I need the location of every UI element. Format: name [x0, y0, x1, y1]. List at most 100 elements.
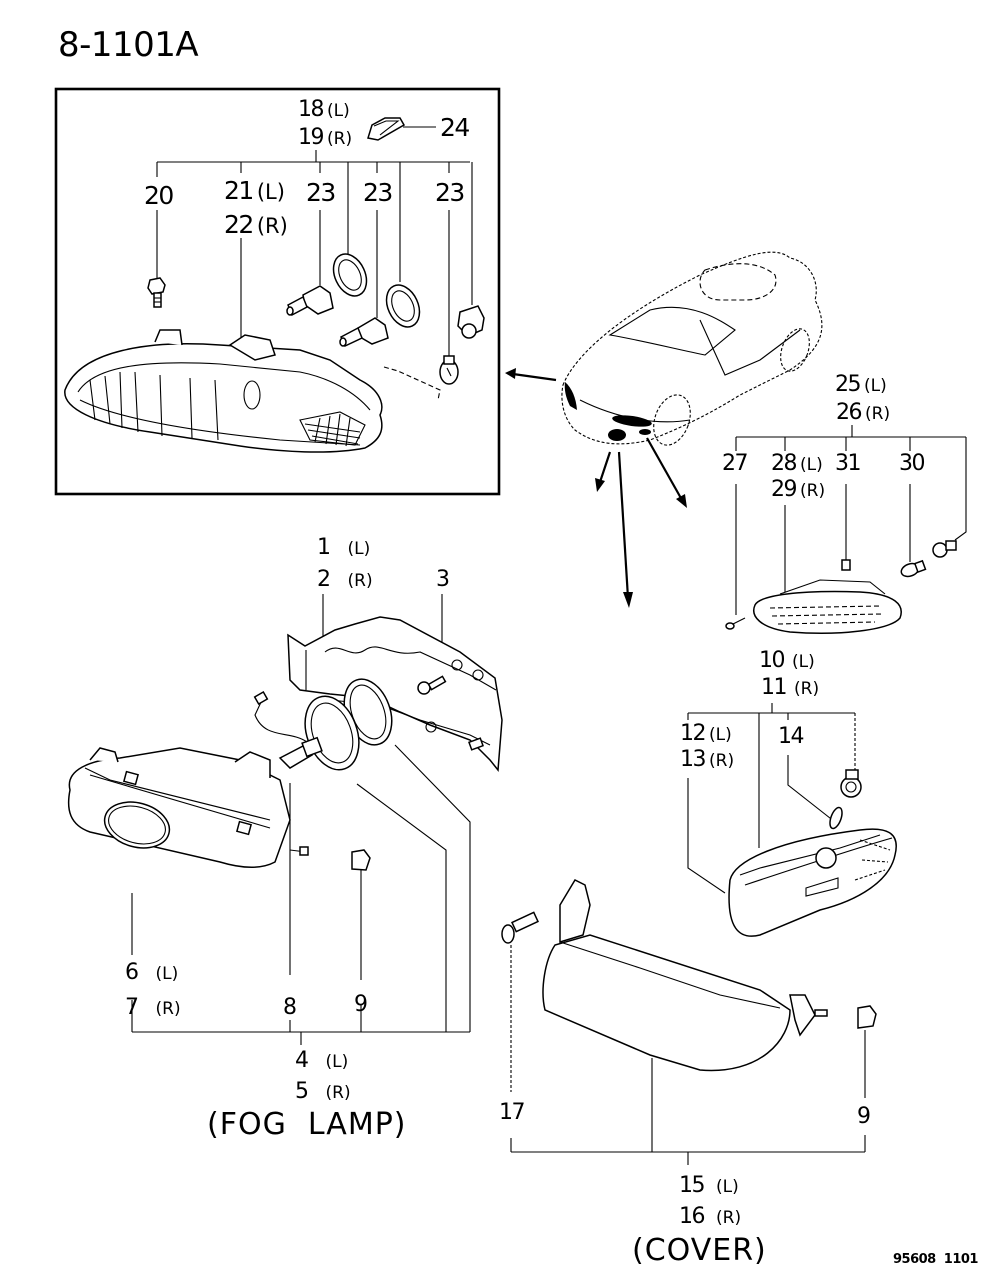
callout-21[interactable]: 21(L) — [224, 178, 285, 203]
cover-screw-17 — [501, 911, 539, 944]
callout-26[interactable]: 26(R) — [836, 402, 890, 424]
callout-number: 29 — [771, 477, 798, 502]
headlamp-wedge-bulb — [439, 355, 459, 385]
callout-side: (L) — [792, 652, 815, 672]
callout-number: 22 — [224, 210, 254, 239]
callout-23-b[interactable]: 23 — [363, 178, 393, 207]
callout-24[interactable]: 24 — [440, 113, 470, 142]
side-marker-clip-31 — [841, 559, 851, 571]
callout-22[interactable]: 22(R) — [224, 212, 288, 237]
headlamp-bulb-23a — [286, 285, 334, 317]
callout-30[interactable]: 30 — [899, 451, 926, 476]
callout-18[interactable]: 18(L) — [298, 99, 350, 121]
callout-side: (R) — [155, 999, 181, 1019]
callout-number: 10 — [759, 648, 786, 673]
callout-23-c[interactable]: 23 — [435, 178, 465, 207]
callout-side: (L) — [256, 180, 285, 204]
cover-clip-9 — [857, 1005, 877, 1029]
callout-number: 15 — [679, 1173, 706, 1198]
callout-19[interactable]: 19(R) — [298, 127, 352, 149]
callout-side: (R) — [800, 481, 826, 501]
fog-lamp-bolt-3 — [417, 675, 447, 695]
side-marker-lamp-28-29 — [753, 579, 902, 634]
side-marker-bulb-30 — [900, 559, 927, 578]
callout-2[interactable]: 2(R) — [317, 569, 373, 591]
headlamp-bulb-23b — [339, 317, 389, 348]
callout-number: 13 — [680, 747, 707, 772]
cover-15-16 — [542, 879, 828, 1072]
callout-29[interactable]: 29(R) — [771, 479, 825, 501]
headlamp-leader-lines — [156, 126, 473, 401]
turn-signal-bulb-14 — [829, 806, 843, 830]
fog-lamp-clip-9 — [351, 849, 371, 871]
callout-side: (R) — [865, 404, 891, 424]
callout-27[interactable]: 27 — [722, 451, 749, 476]
callout-16[interactable]: 16 (R) — [679, 1206, 741, 1228]
headlamp-detail-frame — [54, 87, 501, 496]
callout-number: 19 — [298, 125, 325, 150]
turn-signal-socket — [840, 769, 862, 798]
callout-number: 2 — [317, 567, 331, 592]
callout-10[interactable]: 10 (L) — [759, 650, 815, 672]
callout-28[interactable]: 28(L) — [771, 453, 823, 475]
callout-side: (R) — [325, 1083, 351, 1103]
callout-side: (R) — [794, 679, 820, 699]
callout-number: 5 — [295, 1079, 309, 1104]
cover-leader-lines — [510, 945, 866, 1165]
side-marker-leader-lines — [735, 425, 967, 615]
fog-lamp-housing-6-7 — [67, 747, 309, 868]
callout-5[interactable]: 5 (R) — [295, 1081, 351, 1103]
side-marker-screw-27 — [725, 617, 746, 630]
headlamp-bulb-socket-24 — [367, 117, 406, 141]
callout-side: (R) — [256, 214, 288, 238]
callout-side: (R) — [327, 129, 353, 149]
callout-number: 1 — [317, 535, 331, 560]
callout-side: (R) — [716, 1208, 742, 1228]
callout-number: 4 — [295, 1048, 309, 1073]
headlamp-assembly-21-22 — [64, 329, 383, 453]
callout-13[interactable]: 13(R) — [680, 749, 734, 771]
callout-number: 26 — [836, 400, 863, 425]
callout-number: 7 — [125, 995, 139, 1020]
drawing-reference-code: 95608 1101 — [893, 1252, 978, 1267]
callout-9-fog[interactable]: 9 — [354, 992, 368, 1017]
callout-number: 16 — [679, 1204, 706, 1229]
callout-3[interactable]: 3 — [436, 567, 450, 592]
callout-4[interactable]: 4(L) — [295, 1050, 348, 1072]
fog-lamp-leader-lines — [131, 594, 471, 1045]
callout-6[interactable]: 6 (L) — [125, 962, 178, 984]
diagram-title: 8-1101A — [58, 25, 199, 65]
callout-23-a[interactable]: 23 — [306, 178, 336, 207]
callout-8[interactable]: 8 — [283, 995, 297, 1020]
callout-9-cover[interactable]: 9 — [857, 1104, 871, 1129]
callout-25[interactable]: 25(L) — [835, 374, 887, 396]
vehicle-overview — [561, 251, 823, 446]
headlamp-socket-23c — [457, 305, 485, 339]
callout-number: 18 — [298, 97, 325, 122]
callout-side: (L) — [327, 101, 350, 121]
callout-side: (L) — [347, 539, 371, 559]
turn-signal-leader-lines — [687, 703, 856, 894]
fog-lamp-bulb-8 — [253, 691, 323, 769]
callout-number: 6 — [125, 960, 139, 985]
callout-11[interactable]: 11(R) — [761, 677, 819, 699]
callout-side: (L) — [709, 725, 732, 745]
callout-side: (L) — [155, 964, 179, 984]
callout-7[interactable]: 7 (R) — [125, 997, 181, 1019]
headlamp-retaining-ring-a — [332, 253, 368, 297]
callout-14[interactable]: 14 — [778, 724, 805, 749]
callout-31[interactable]: 31 — [835, 451, 862, 476]
callout-17[interactable]: 17 — [499, 1100, 526, 1125]
callout-side: (L) — [864, 376, 887, 396]
headlamp-screw-20 — [147, 277, 166, 308]
callout-arrows — [505, 368, 687, 608]
callout-12[interactable]: 12(L) — [680, 723, 732, 745]
callout-20[interactable]: 20 — [144, 181, 174, 210]
fog-lamp-caption: (FOG LAMP) — [207, 1107, 407, 1142]
callout-side: (R) — [709, 751, 735, 771]
callout-side: (L) — [800, 455, 823, 475]
side-marker-socket — [932, 540, 957, 558]
callout-1[interactable]: 1 (L) — [317, 537, 370, 559]
callout-15[interactable]: 15(L) — [679, 1175, 739, 1197]
